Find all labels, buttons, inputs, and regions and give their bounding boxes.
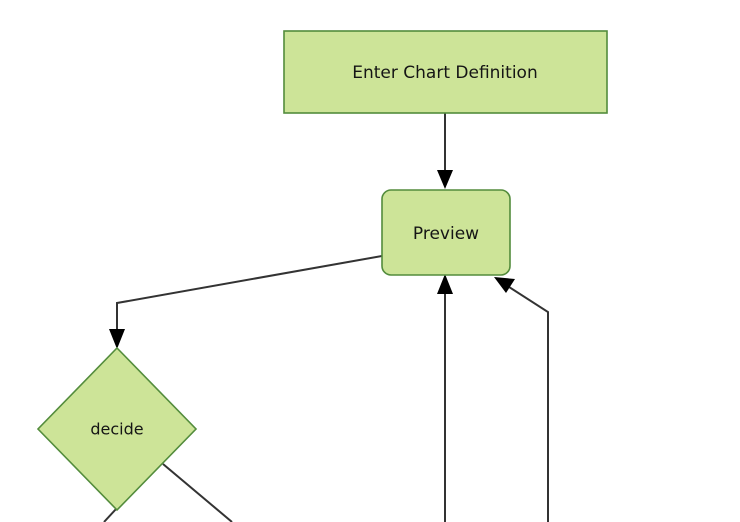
edge-preview-to-decide	[109, 255, 383, 349]
edge-decide-bottom-out-line	[103, 507, 118, 522]
edge-preview-to-decide-line	[116, 255, 383, 336]
edge-enter-to-preview-arrowhead	[437, 170, 453, 189]
node-enter-chart-definition-label: Enter Chart Definition	[352, 63, 537, 83]
edge-decide-bottom-out	[103, 507, 118, 522]
node-enter-chart-definition[interactable]: Enter Chart Definition	[283, 30, 608, 114]
node-enter-chart-definition-shape[interactable]	[283, 30, 608, 114]
edge-bottom-vertical-to-preview-arrowhead	[437, 274, 453, 294]
node-decide-shape[interactable]	[36, 346, 198, 512]
edge-enter-to-preview	[437, 113, 453, 189]
edge-layer	[103, 113, 549, 522]
node-decide[interactable]: decide	[36, 346, 198, 512]
node-preview[interactable]: Preview	[381, 189, 511, 276]
edge-bottom-right-to-preview-arrowhead	[494, 277, 515, 293]
edge-bottom-right-to-preview	[494, 277, 549, 522]
edge-bottom-vertical-to-preview	[437, 274, 453, 522]
node-preview-label: Preview	[413, 224, 479, 244]
node-preview-shape[interactable]	[381, 189, 511, 276]
edge-bottom-right-to-preview-line	[505, 284, 549, 522]
edge-decide-right-out	[162, 463, 233, 522]
node-layer: Enter Chart Definition Preview decide	[36, 30, 608, 512]
node-decide-label: decide	[90, 420, 143, 439]
edge-decide-right-out-line	[162, 463, 233, 522]
edge-preview-to-decide-arrowhead	[109, 329, 125, 349]
